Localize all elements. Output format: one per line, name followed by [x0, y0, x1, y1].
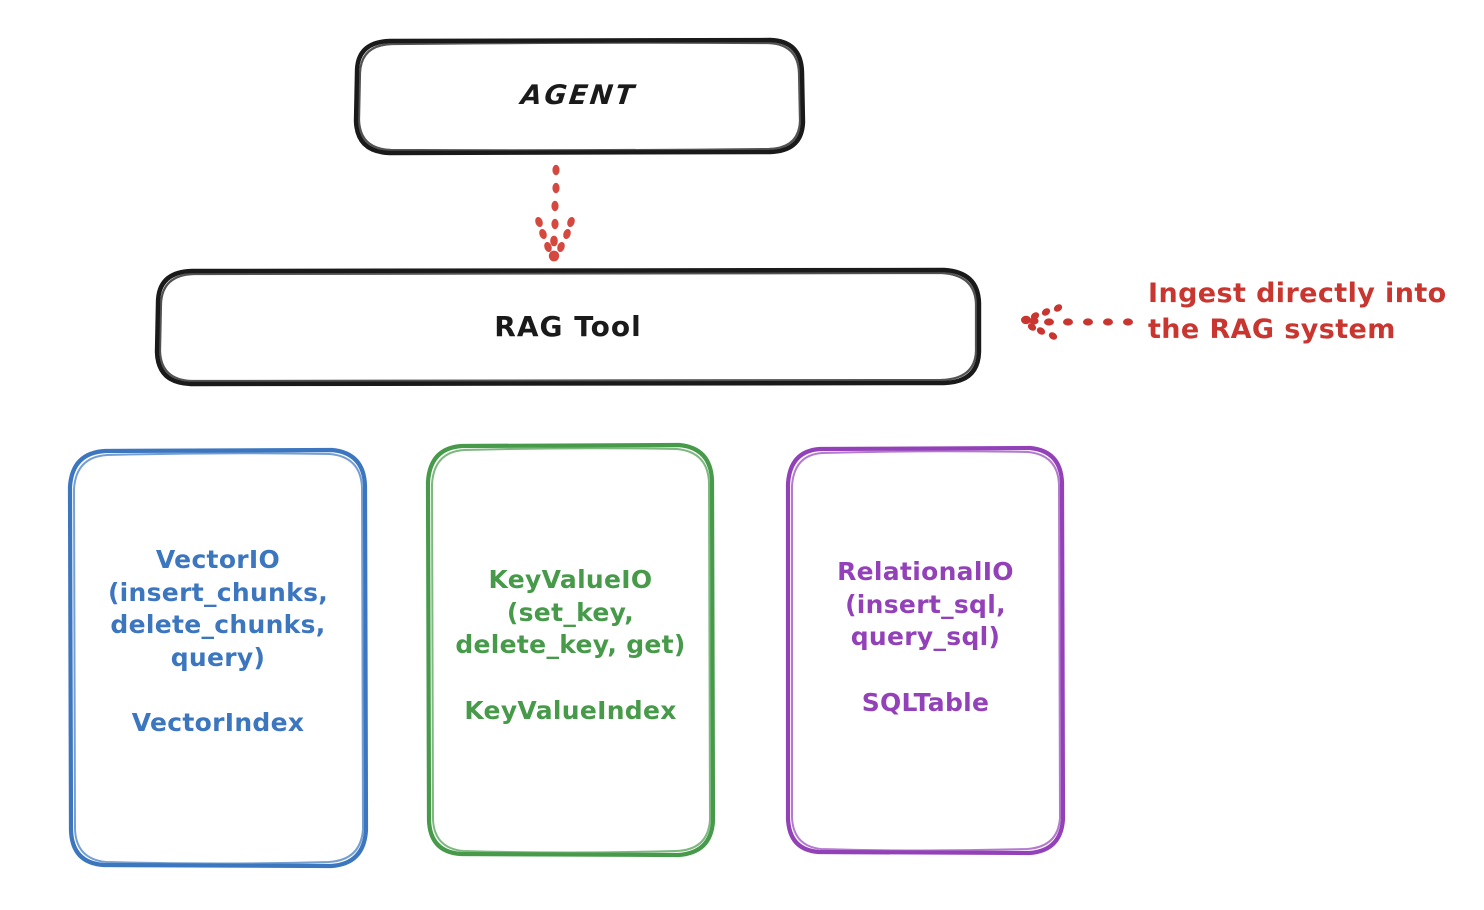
node-agent-label: AGENT	[519, 80, 639, 112]
node-relational-io-label: RelationalIO (insert_sql, query_sql)	[837, 557, 1014, 652]
node-relational-io-sublabel: SQLTable	[861, 687, 990, 717]
node-key-value-io[interactable]: KeyValueIO (set_key, delete_key, get) Ke…	[428, 445, 713, 856]
node-vector-io-content: VectorIO (insert_chunks, delete_chunks, …	[108, 544, 328, 737]
annotation-ingest-text: Ingest directly into the RAG system	[1148, 278, 1447, 345]
node-vector-io-label: VectorIO (insert_chunks, delete_chunks, …	[107, 545, 329, 672]
node-key-value-io-content: KeyValueIO (set_key, delete_key, get) Ke…	[455, 564, 685, 725]
node-vector-io[interactable]: VectorIO (insert_chunks, delete_chunks, …	[70, 450, 366, 867]
node-key-value-io-sublabel: KeyValueIndex	[464, 695, 677, 725]
connector-agent-to-rag-tool	[535, 164, 575, 262]
node-relational-io-content: RelationalIO (insert_sql, query_sql) SQL…	[837, 556, 1014, 717]
node-key-value-io-label: KeyValueIO (set_key, delete_key, get)	[455, 565, 686, 660]
node-rag-tool-label: RAG Tool	[494, 310, 642, 344]
node-relational-io[interactable]: RelationalIO (insert_sql, query_sql) SQL…	[788, 448, 1063, 853]
connector-ingest-to-rag-tool	[1021, 304, 1133, 340]
node-agent[interactable]: AGENT	[356, 40, 802, 153]
node-vector-io-sublabel: VectorIndex	[131, 708, 305, 737]
node-rag-tool[interactable]: RAG Tool	[157, 270, 979, 384]
